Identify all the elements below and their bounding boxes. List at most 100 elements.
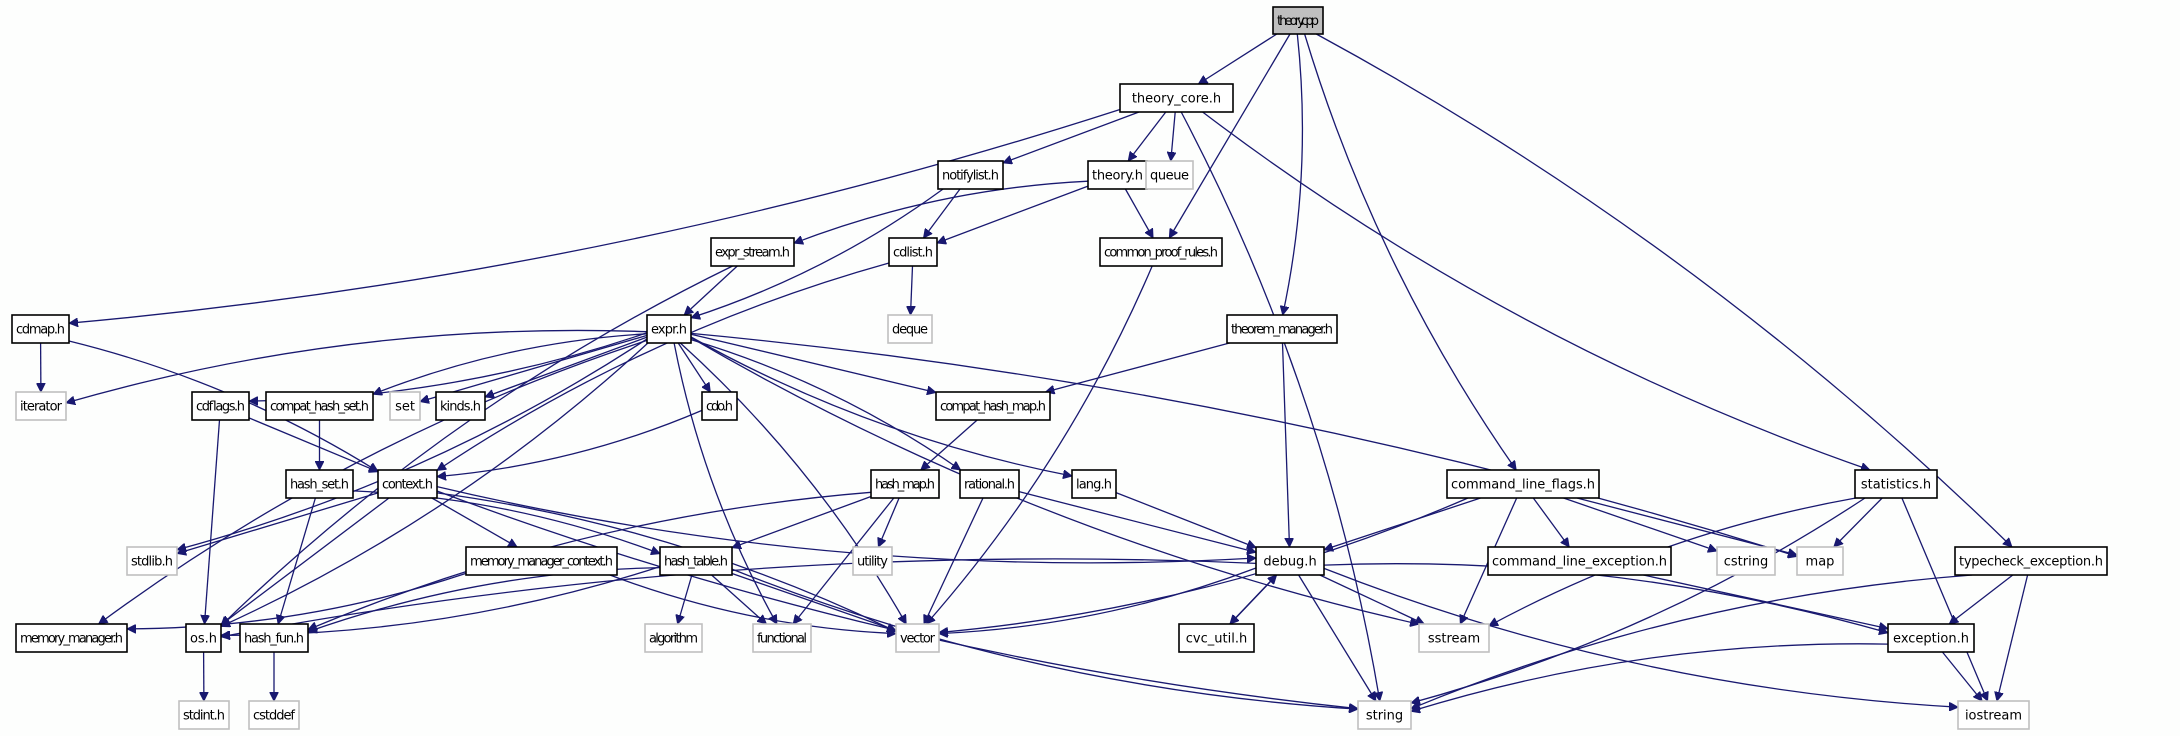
edge-debug-h-to-os-h	[221, 558, 1257, 637]
node-label: command_line_exception.h	[1492, 555, 1667, 570]
node-context-h[interactable]: context.h	[377, 469, 438, 499]
node-label: cdmap.h	[16, 323, 65, 338]
edge-theory-cpp-to-theory-core-h	[1198, 33, 1278, 85]
node-box	[1796, 546, 1844, 576]
node-debug-h[interactable]: debug.h	[1255, 546, 1325, 576]
edge-notifylist-h-to-expr-h	[691, 188, 944, 318]
node-hash-fun-h[interactable]: hash_fun.h	[239, 623, 309, 653]
node-cdlist-h[interactable]: cdlist.h	[888, 237, 938, 267]
node-rational-h[interactable]: rational.h	[959, 469, 1020, 499]
edge-expr-h-to-compat-hash-map-h	[690, 333, 936, 392]
node-cdo-h[interactable]: cdo.h	[701, 391, 738, 421]
node-expr-h[interactable]: expr.h	[646, 314, 692, 344]
node-label: cdo.h	[706, 400, 733, 415]
node-common-proof-rules-h[interactable]: common_proof_rules.h	[1099, 237, 1223, 267]
node-compat-hash-set-h[interactable]: compat_hash_set.h	[265, 391, 374, 421]
node-cdflags-h[interactable]: cdflags.h	[191, 391, 250, 421]
edge-debug-h-to-string	[1298, 574, 1377, 701]
node-label: hash_fun.h	[244, 632, 304, 647]
node-box	[1272, 6, 1324, 35]
node-box	[659, 546, 733, 576]
node-compat-hash-map-h[interactable]: compat_hash_map.h	[935, 391, 1051, 421]
node-os-h[interactable]: os.h	[185, 623, 222, 653]
node-label: stdint.h	[183, 709, 225, 724]
node-label: theory_core.h	[1132, 92, 1221, 107]
node-lang-h[interactable]: lang.h	[1071, 469, 1117, 499]
node-command-line-flags-h[interactable]: command_line_flags.h	[1446, 469, 1600, 499]
edge-cdlist-h-to-context-h	[437, 262, 890, 471]
node-notifylist-h[interactable]: notifylist.h	[937, 160, 1004, 190]
edge-expr-stream-h-to-os-h	[221, 265, 733, 626]
edge-hash-table-h-to-hash-fun-h	[308, 566, 661, 632]
node-box	[937, 160, 1004, 190]
edge-command-line-flags-h-to-vector	[939, 497, 1469, 633]
edge-cdlist-h-to-deque	[911, 265, 913, 315]
node-label: cdlist.h	[893, 246, 933, 261]
edge-hash-map-h-to-hash-table-h	[732, 495, 872, 548]
node-exception-h[interactable]: exception.h	[1887, 623, 1975, 653]
edge-theory-core-h-to-cdmap-h	[69, 108, 1121, 324]
node-hash-set-h[interactable]: hash_set.h	[285, 469, 354, 499]
edge-lang-h-to-debug-h	[1115, 491, 1256, 548]
node-stdlib-h: stdlib.h	[126, 546, 178, 576]
node-box	[752, 623, 812, 653]
node-theory-core-h[interactable]: theory_core.h	[1119, 83, 1234, 113]
node-label: common_proof_rules.h	[1104, 246, 1218, 261]
edge-expr-h-to-map	[690, 332, 1797, 556]
edge-expr-h-to-iterator	[66, 329, 648, 402]
node-statistics-h[interactable]: statistics.h	[1854, 469, 1938, 499]
node-theory-h[interactable]: theory.h	[1087, 160, 1148, 190]
edge-hash-set-h-to-hash-fun-h	[278, 497, 317, 624]
edge-context-h-to-os-h	[221, 497, 390, 625]
node-kinds-h[interactable]: kinds.h	[435, 391, 486, 421]
node-box	[959, 469, 1020, 499]
node-box	[126, 546, 178, 576]
node-hash-table-h[interactable]: hash_table.h	[659, 546, 733, 576]
node-theorem-manager-h[interactable]: theorem_manager.h	[1226, 314, 1338, 344]
edge-theory-cpp-to-typecheck-exception-h	[1315, 33, 2012, 547]
node-label: exception.h	[1893, 632, 1969, 647]
node-label: typecheck_exception.h	[1959, 555, 2103, 570]
edge-theory-h-to-expr-stream-h	[794, 180, 1089, 243]
edge-hash-map-h-to-hash-fun-h	[308, 491, 872, 629]
node-vector: vector	[895, 623, 940, 653]
node-cstring: cstring	[1716, 546, 1776, 576]
node-expr-stream-h[interactable]: expr_stream.h	[710, 237, 795, 267]
edge-cdo-h-to-context-h	[437, 409, 703, 476]
node-box	[191, 391, 250, 421]
node-label: queue	[1150, 169, 1189, 184]
edge-statistics-h-to-iostream	[1901, 497, 1988, 701]
node-label: functional	[757, 632, 807, 647]
node-memory-manager-context-h[interactable]: memory_manager_context.h	[465, 546, 618, 576]
node-theory-cpp[interactable]: theory.cpp	[1272, 6, 1324, 35]
edge-expr-h-to-os-h	[221, 342, 649, 626]
edge-expr-h-to-memory-manager-h	[99, 339, 648, 624]
edge-expr-h-to-lang-h	[690, 336, 1072, 476]
node-hash-map-h[interactable]: hash_map.h	[870, 469, 940, 499]
node-command-line-exception-h[interactable]: command_line_exception.h	[1487, 546, 1672, 576]
edge-theory-core-h-to-string	[1180, 111, 1380, 701]
node-box	[248, 700, 300, 730]
node-box	[1716, 546, 1776, 576]
edge-context-h-to-debug-h	[436, 485, 1256, 564]
edge-theory-h-to-cdlist-h	[937, 185, 1089, 243]
node-cvc-util-h[interactable]: cvc_util.h	[1178, 623, 1255, 653]
node-label: algorithm	[649, 632, 698, 647]
node-cdmap-h[interactable]: cdmap.h	[11, 314, 70, 344]
node-label: string	[1366, 709, 1403, 724]
edge-expr-h-to-functional	[673, 342, 778, 624]
edge-command-line-flags-h-to-debug-h	[1324, 497, 1481, 550]
node-utility: utility	[852, 546, 893, 576]
node-box	[11, 314, 70, 344]
node-memory-manager-h[interactable]: memory_manager.h	[15, 623, 128, 653]
edge-command-line-flags-h-to-cstring	[1563, 497, 1718, 551]
node-box	[1957, 700, 2030, 730]
node-typecheck-exception-h[interactable]: typecheck_exception.h	[1954, 546, 2108, 576]
edge-typecheck-exception-h-to-string	[1411, 574, 1973, 709]
edge-command-line-flags-h-to-command-line-exception-h	[1532, 497, 1569, 547]
node-box	[1887, 623, 1975, 653]
edge-cdflags-h-to-context-h	[248, 417, 378, 472]
node-label: hash_set.h	[290, 478, 349, 493]
edge-common-proof-rules-h-to-vector	[926, 265, 1153, 624]
node-label: cstddef	[253, 709, 295, 724]
